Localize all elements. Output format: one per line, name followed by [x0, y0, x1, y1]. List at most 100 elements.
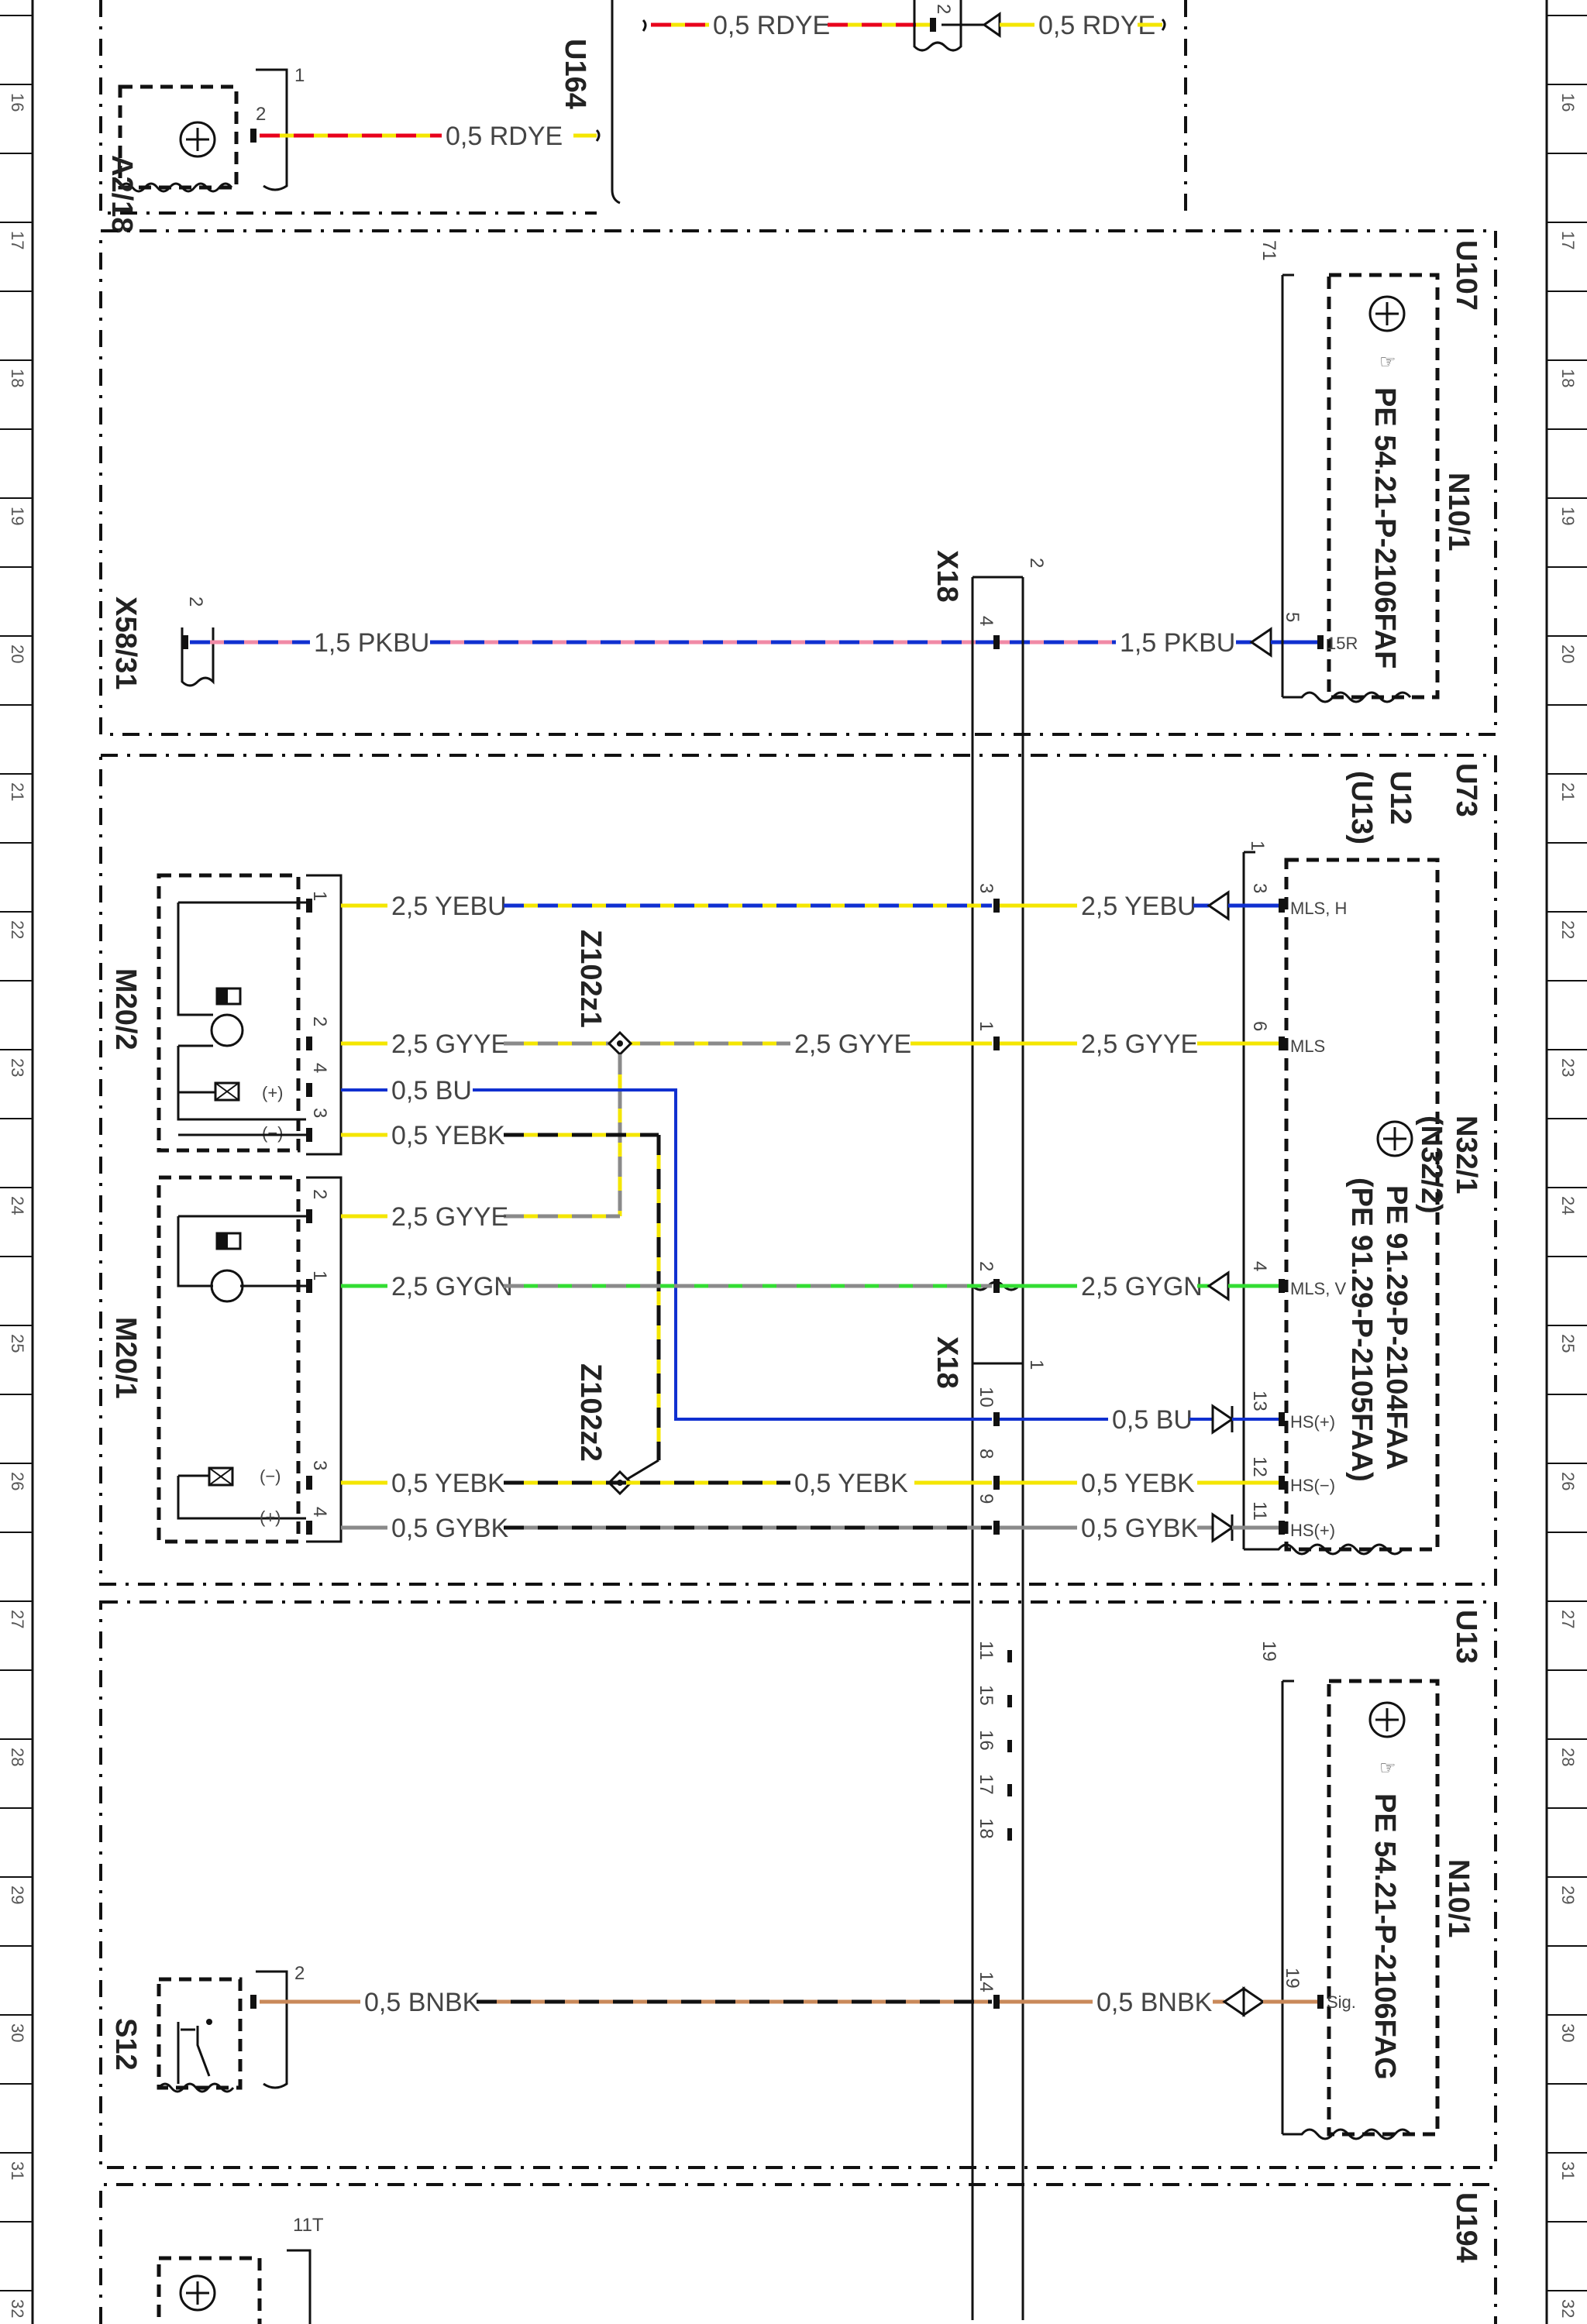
svg-text:MLS, H: MLS, H — [1290, 899, 1347, 918]
svg-text:Sig.: Sig. — [1327, 1992, 1356, 2012]
connector-x18-unused-pins: 11 15 16 17 18 14 — [976, 1641, 1012, 1992]
grid-row-label: 19 — [1558, 507, 1578, 525]
svg-text:1: 1 — [294, 65, 305, 86]
svg-text:3: 3 — [1249, 883, 1270, 893]
grid-row-label: 32 — [8, 2299, 27, 2318]
svg-text:0,5 BU: 0,5 BU — [391, 1076, 472, 1105]
grid-row-label: 30 — [1558, 2023, 1578, 2042]
svg-text:1: 1 — [1026, 1360, 1047, 1370]
label-n10-1-lower: N10/1 — [1442, 1859, 1475, 1937]
grid-row-label: 22 — [8, 920, 27, 939]
label-n10-1-upper-pe: PE 54.21-P-2106FAF — [1368, 387, 1401, 669]
svg-text:4: 4 — [1249, 1261, 1270, 1271]
section-label-u13-paren: (U13) — [1345, 771, 1378, 844]
grid-row-label: 21 — [1558, 782, 1578, 801]
svg-text:13: 13 — [1249, 1391, 1270, 1411]
label-s12: S12 — [109, 2018, 142, 2071]
splice-z102z1: Z102z1 — [504, 930, 633, 1219]
svg-text:(+): (+) — [260, 1508, 281, 1527]
section-u164: U164 — [99, 0, 1187, 215]
svg-text:12: 12 — [1249, 1456, 1270, 1477]
transistor-icon — [1368, 295, 1406, 332]
svg-text:18: 18 — [976, 1818, 997, 1839]
wire-rdye-top: 0,5 RDYE 2 0,5 RDYE — [642, 0, 1166, 52]
grid-row-label: 16 — [8, 93, 27, 112]
grid-row-label: 24 — [8, 1196, 27, 1215]
grid-row-label: 22 — [1558, 920, 1578, 939]
svg-text:0,5 YEBK: 0,5 YEBK — [1081, 1469, 1195, 1498]
svg-text:1,5 PKBU: 1,5 PKBU — [1120, 628, 1235, 658]
svg-text:1: 1 — [1247, 841, 1268, 851]
svg-text:HS(+): HS(+) — [1290, 1521, 1335, 1540]
section-label-u194: U194 — [1450, 2192, 1482, 2263]
svg-text:4: 4 — [309, 1507, 330, 1517]
svg-text:11: 11 — [976, 1641, 997, 1660]
svg-text:2: 2 — [294, 1963, 305, 1984]
svg-text:2: 2 — [1026, 558, 1047, 568]
section-u13: U13 — [99, 1600, 1497, 2169]
label-n10-1-upper: N10/1 — [1442, 473, 1475, 551]
label-x18-upper: X18 — [931, 550, 963, 603]
section-label-u107: U107 — [1450, 240, 1482, 311]
label-m20-2: M20/2 — [109, 968, 142, 1050]
label-n10-1-lower-pe: PE 54.21-P-2106FAG — [1368, 1793, 1401, 2080]
svg-text:6: 6 — [1249, 1021, 1270, 1031]
section-u107: U107 — [99, 229, 1497, 736]
splice-z102z2: Z102z2 — [574, 1363, 633, 1496]
svg-text:MLS, V: MLS, V — [1290, 1279, 1346, 1298]
svg-text:(+): (+) — [262, 1083, 284, 1102]
section-u194: U194 11T — [99, 2183, 1497, 2324]
svg-text:2,5 GYYE: 2,5 GYYE — [794, 1030, 911, 1059]
svg-text:15R: 15R — [1327, 634, 1358, 653]
svg-text:0,5 YEBK: 0,5 YEBK — [391, 1121, 505, 1150]
svg-text:0,5 GYBK: 0,5 GYBK — [1081, 1514, 1199, 1543]
grid-row-label: 29 — [8, 1886, 27, 1904]
component-n10-1-upper: ☞ PE 54.21-P-2106FAF N10/1 71 5 15R — [1258, 240, 1475, 703]
svg-text:HS(−): HS(−) — [1290, 1476, 1335, 1495]
transistor-icon — [179, 2274, 216, 2312]
svg-text:1: 1 — [309, 891, 330, 901]
svg-text:MLS: MLS — [1290, 1037, 1325, 1056]
wire-yebk-m20-1: 0,5 YEBK 0,5 YEBK 0,5 YEBK 12 HS(−) — [306, 1456, 1335, 1498]
svg-text:0,5 BNBK: 0,5 BNBK — [1096, 1988, 1213, 2017]
svg-text:11T: 11T — [293, 2215, 324, 2236]
label-z102z1: Z102z1 — [574, 930, 607, 1028]
component-m20-2: M20/2 1 2 4 3 (+) (−) — [109, 873, 343, 1156]
grid-row-label: 27 — [8, 1610, 27, 1628]
svg-text:1: 1 — [976, 1021, 997, 1031]
svg-text:17: 17 — [976, 1774, 997, 1795]
svg-text:0,5 YEBK: 0,5 YEBK — [391, 1469, 505, 1498]
svg-text:1: 1 — [309, 1270, 330, 1281]
label-z102z2: Z102z2 — [574, 1363, 607, 1462]
transistor-icon — [1368, 1701, 1406, 1738]
grid-row-label: 28 — [1558, 1748, 1578, 1766]
svg-text:4: 4 — [976, 616, 997, 626]
svg-text:3: 3 — [309, 1460, 330, 1470]
grid-row-label: 26 — [1558, 1472, 1578, 1490]
svg-text:3: 3 — [976, 883, 997, 893]
svg-text:0,5 RDYE: 0,5 RDYE — [713, 11, 830, 40]
svg-text:4: 4 — [309, 1063, 330, 1073]
component-m20-1: M20/1 2 1 3 4 (−) (+) — [109, 1175, 343, 1544]
grid-row-label: 27 — [1558, 1610, 1578, 1628]
svg-text:2: 2 — [309, 1189, 330, 1199]
svg-text:2,5 YEBU: 2,5 YEBU — [391, 892, 507, 921]
wire-bu: 0,5 BU 0,5 BU 13 HS(+) — [306, 1076, 1335, 1435]
page-frame — [31, 0, 1548, 2324]
label-n32-2: (N32/2) — [1415, 1116, 1448, 1214]
svg-text:1,5 PKBU: 1,5 PKBU — [314, 628, 429, 658]
grid-row-label: 25 — [8, 1334, 27, 1353]
grid-row-label: 17 — [1558, 231, 1578, 249]
transistor-icon — [1376, 1120, 1413, 1157]
connector-x18-lower: X18 1 10 8 9 — [931, 1336, 1047, 1504]
svg-text:2,5 YEBU: 2,5 YEBU — [1081, 892, 1196, 921]
svg-text:71: 71 — [1258, 240, 1279, 261]
svg-text:2,5 GYGN: 2,5 GYGN — [1081, 1272, 1203, 1301]
component-s12: S12 2 — [109, 1963, 305, 2093]
grid-row-label: 30 — [8, 2023, 27, 2042]
grid-row-label: 17 — [8, 231, 27, 249]
svg-text:2: 2 — [256, 104, 266, 125]
grid-row-label: 21 — [8, 782, 27, 801]
component-x58-31: X58/31 2 — [109, 596, 215, 689]
